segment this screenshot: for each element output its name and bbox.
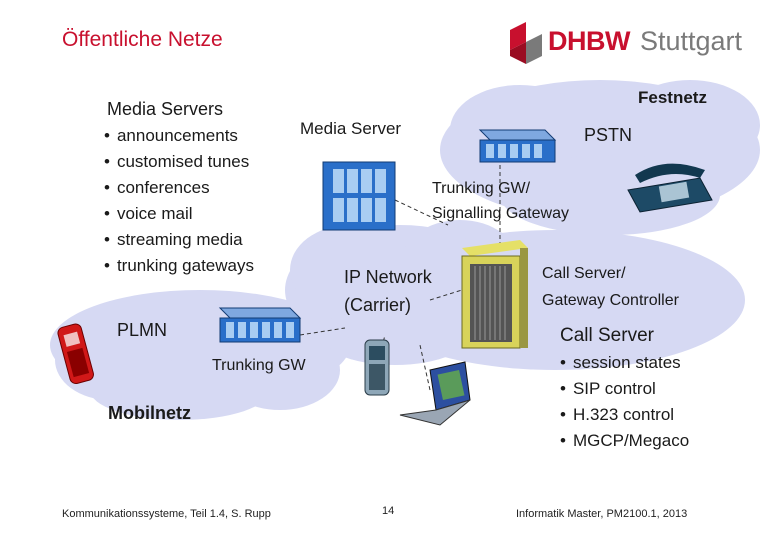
mobile-phone-icon (57, 323, 94, 385)
list-item: SIP control (560, 376, 689, 402)
call-server-gateway-label: Call Server/ Gateway Controller (542, 260, 679, 314)
media-servers-heading: Media Servers (107, 99, 224, 119)
footer-left: Kommunikationssysteme, Teil 1.4, S. Rupp (62, 508, 271, 520)
dhbw-logo-icon (510, 22, 542, 64)
list-item: MGCP/Megaco (560, 428, 689, 454)
list-item: customised tunes (104, 149, 254, 175)
plmn-label: PLMN (117, 320, 168, 340)
trunking-signalling-line-2: Signalling Gateway (432, 205, 569, 222)
list-item: announcements (104, 123, 254, 149)
dhbw-logo: DHBW Stuttgart (504, 22, 744, 64)
pstn-label: PSTN (584, 125, 633, 145)
media-server-label: Media Server (300, 119, 402, 138)
call-server-list: session states SIP control H.323 control… (560, 350, 689, 454)
media-servers-list: announcements customised tunes conferenc… (104, 123, 254, 279)
ip-network-cloud (285, 220, 745, 370)
festnetz-label: Festnetz (638, 88, 707, 107)
ip-network-line-2: (Carrier) (344, 295, 411, 315)
trunking-gw-label: Trunking GW (212, 357, 306, 374)
footer-right: Informatik Master, PM2100.1, 2013 (516, 508, 688, 520)
desk-phone-icon (627, 163, 713, 213)
media-server-icon (322, 161, 396, 231)
ip-network-label: IP Network (Carrier) (344, 263, 432, 319)
list-item: conferences (104, 175, 254, 201)
trunking-signalling-label: Trunking GW/ Signalling Gateway (432, 176, 569, 226)
list-item: trunking gateways (104, 253, 254, 279)
mobilnetz-label: Mobilnetz (108, 403, 191, 423)
list-item: H.323 control (560, 402, 689, 428)
page-number: 14 (382, 505, 395, 517)
list-item: voice mail (104, 201, 254, 227)
call-server-gateway-line-2: Gateway Controller (542, 292, 679, 309)
pda-phone-icon (364, 339, 390, 396)
logo-brand-red: DH (548, 26, 587, 56)
mobilnetz-cloud (50, 290, 350, 420)
call-server-heading: Call Server (560, 325, 654, 346)
logo-brand-grey: BW (586, 26, 630, 56)
logo-city: Stuttgart (640, 26, 743, 56)
call-server-cabinet-icon (461, 240, 528, 349)
list-item: session states (560, 350, 689, 376)
festnetz-cloud (440, 80, 760, 235)
plmn-gateway-icon (218, 307, 302, 343)
page-title: Öffentliche Netze (62, 28, 223, 51)
list-item: streaming media (104, 227, 254, 253)
ip-network-line-1: IP Network (344, 267, 432, 287)
laptop-icon (399, 361, 471, 426)
trunking-signalling-line-1: Trunking GW/ (432, 180, 531, 197)
call-server-gateway-line-1: Call Server/ (542, 265, 626, 282)
pstn-gateway-icon (478, 129, 557, 163)
